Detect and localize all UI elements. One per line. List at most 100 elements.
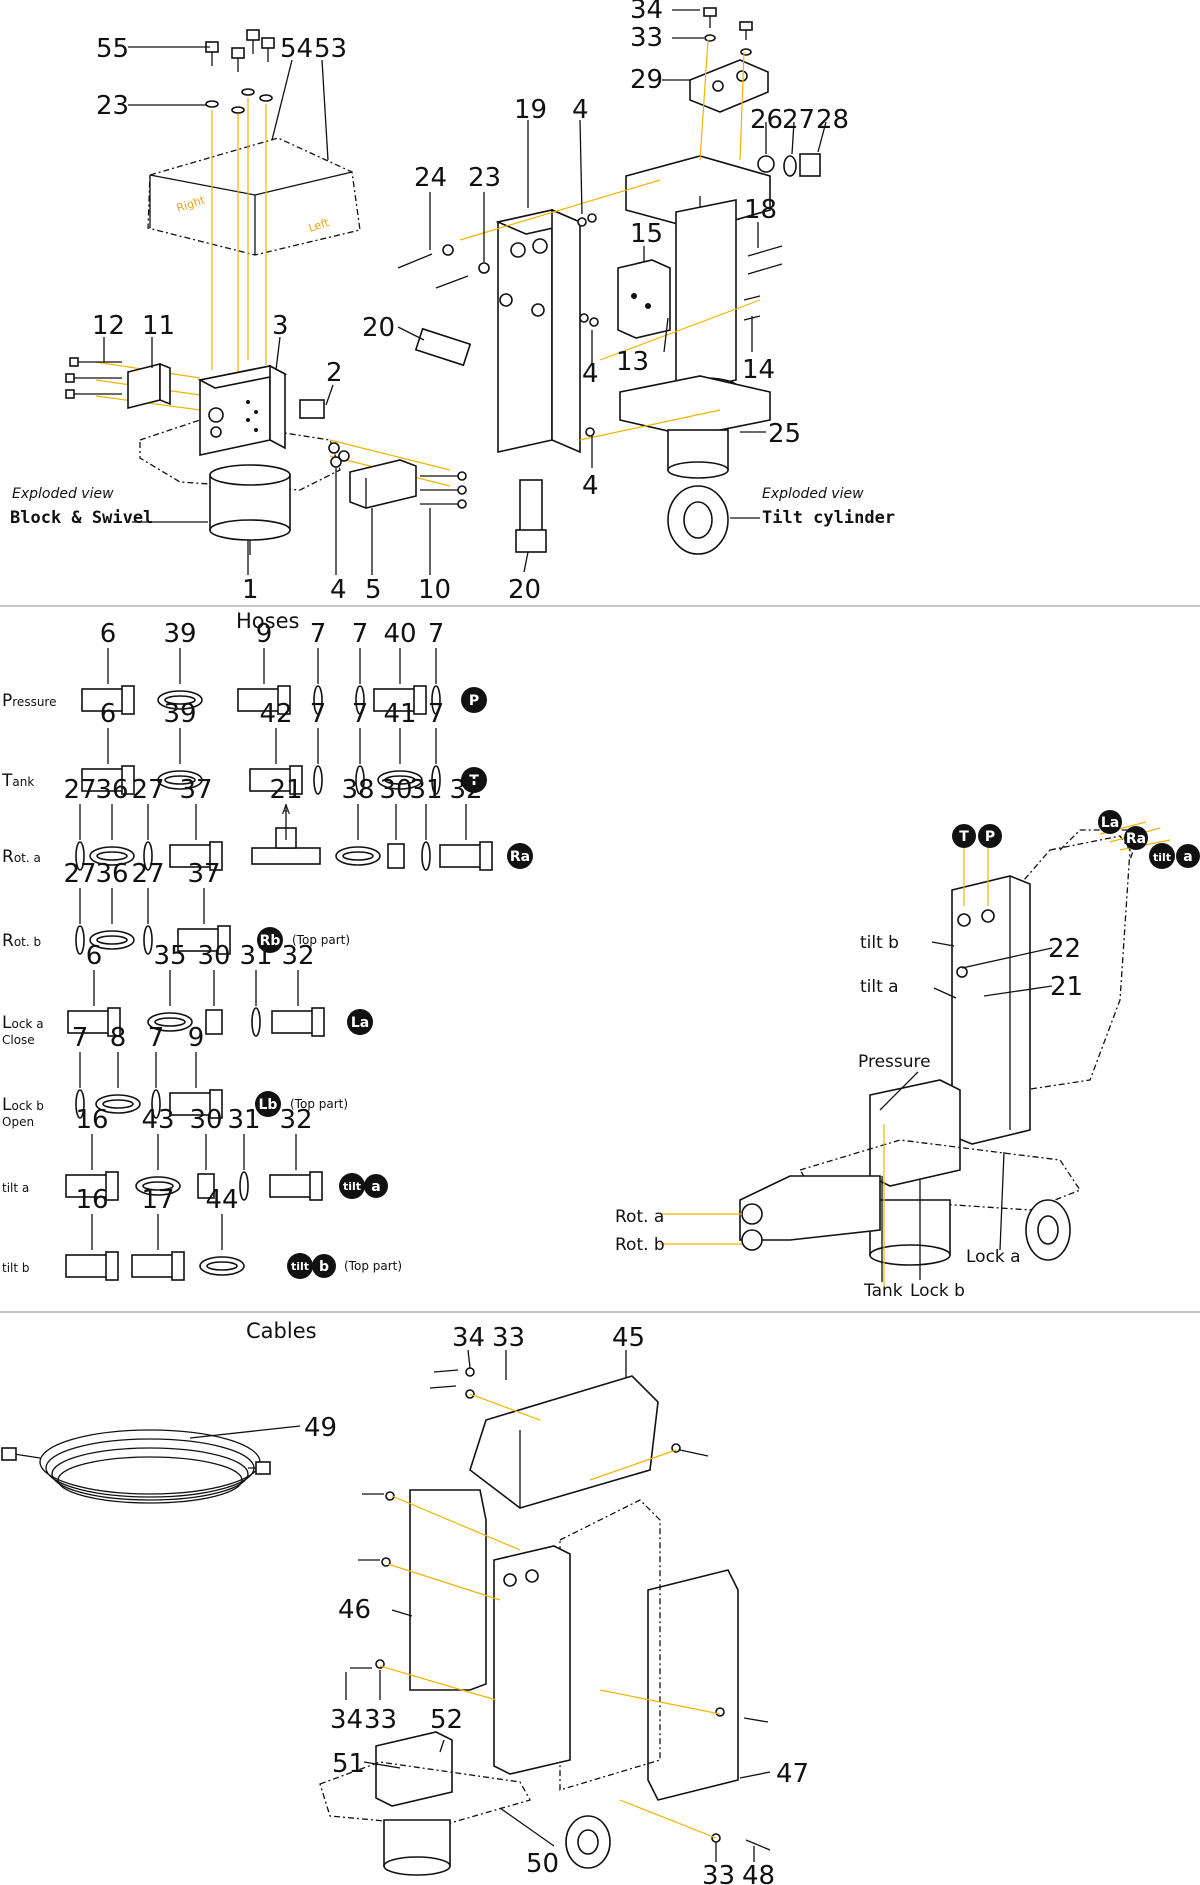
callout-53: 53 [314,34,347,64]
callout-34-cables: 34 [452,1323,485,1353]
callout-29: 29 [630,65,663,95]
left-caption-exploded: Exploded view [12,486,114,502]
hose-part-number: 9 [256,619,273,649]
block-and-swivel-view: Right Left [10,29,467,605]
hose-port-letter: A [282,803,291,817]
callout-15: 15 [630,219,663,249]
hose-part-number: 16 [75,1185,108,1215]
callout-51: 51 [332,1749,365,1779]
callout-2: 2 [326,358,343,388]
hose-row-label: Rot. a [2,847,41,867]
svg-text:tilt: tilt [291,1260,309,1273]
callout-26: 26 [750,105,783,135]
callout-45: 45 [612,1323,645,1353]
callout-25: 25 [768,419,801,449]
svg-text:P: P [469,693,479,709]
callout-23: 23 [96,91,129,121]
svg-text:P: P [985,829,995,845]
hose-part-number: 30 [189,1105,222,1135]
hose-part-number: 7 [428,619,445,649]
cables-view: 34 33 45 49 46 34 33 52 51 50 47 33 48 [1,1323,809,1885]
hose-row-sublabel: Open [2,1115,34,1129]
callout-5: 5 [365,575,382,605]
hose-part-number: 8 [110,1023,127,1053]
assembly-badge-t: T [952,824,976,848]
hose-part-number: 44 [205,1185,238,1215]
hoses-title: Hoses [236,609,299,633]
callout-4-low: 4 [582,471,599,501]
callout-10: 10 [418,575,451,605]
callout-52: 52 [430,1705,463,1735]
assembly-badge-la: La [1098,810,1122,834]
hose-part-number: 37 [179,775,212,805]
svg-text:a: a [371,1179,380,1195]
hose-part-number: 42 [259,699,292,729]
callout-28: 28 [816,105,849,135]
svg-text:tilt: tilt [1153,851,1171,864]
callout-3: 3 [272,311,289,341]
svg-text:a: a [1183,849,1192,865]
hose-row-label: tilt b [2,1261,30,1275]
cover-left-label: Left [307,216,331,235]
hose-badge: Ra [507,843,533,869]
assembly-label-rot-a: Rot. a [615,1207,664,1227]
hose-row-label: tilt a [2,1181,29,1195]
hose-part-number: 7 [352,699,369,729]
callout-49: 49 [304,1413,337,1443]
callout-27: 27 [782,105,815,135]
hose-part-number: 7 [428,699,445,729]
hose-part-number: 27 [63,775,96,805]
callout-46: 46 [338,1595,371,1625]
callout-22: 22 [1048,934,1081,964]
hose-part-number: 21 [269,775,302,805]
assembly-label-tilt-b: tilt b [860,933,899,953]
callout-19: 19 [514,95,547,125]
hose-part-number: 9 [188,1023,205,1053]
hose-part-number: 38 [341,775,374,805]
hose-row-sublabel: Close [2,1033,35,1047]
hose-note: (Top part) [344,1259,402,1273]
hose-part-number: 39 [163,619,196,649]
assembly-label-tank: Tank [863,1281,903,1301]
callout-50: 50 [526,1849,559,1879]
hose-row-label: Lock a [2,1013,44,1033]
hose-part-number: 36 [95,859,128,889]
hose-part-number: 6 [100,699,117,729]
callout-4: 4 [330,575,347,605]
hose-part-number: 32 [449,775,482,805]
svg-text:Lb: Lb [259,1097,278,1113]
callout-11: 11 [142,311,175,341]
hose-part-number: 7 [352,619,369,649]
callout-12: 12 [92,311,125,341]
assembly-label-lock-a: Lock a [966,1247,1021,1267]
cable-coil [1,1429,271,1504]
svg-text:La: La [351,1015,369,1031]
hose-badge: P [461,687,487,713]
tilt-cylinder-view: 34 33 29 19 4 24 23 15 18 20 13 4 14 26 … [362,0,895,605]
hose-part-number: 40 [383,619,416,649]
hose-row-label: Pressure [2,691,56,711]
assembly-label-pressure: Pressure [858,1052,931,1072]
callout-18: 18 [744,195,777,225]
right-caption-exploded: Exploded view [762,486,864,502]
hose-part-number: 32 [279,1105,312,1135]
hose-row-label: Tank [1,771,34,791]
hose-note: (Top part) [292,933,350,947]
assembly-label-lock-b: Lock b [910,1281,965,1301]
hose-part-number: 7 [148,1023,165,1053]
right-caption-title: Tilt cylinder [762,508,895,528]
hose-assembly-view: 22 21 tilt b tilt a Pressure Rot. a Rot.… [615,810,1200,1301]
hose-part-number: 31 [239,941,272,971]
svg-text:T: T [469,773,479,789]
assembly-label-rot-b: Rot. b [615,1235,665,1255]
hose-part-number: 27 [131,859,164,889]
callout-33: 33 [630,23,663,53]
callout-13: 13 [616,347,649,377]
